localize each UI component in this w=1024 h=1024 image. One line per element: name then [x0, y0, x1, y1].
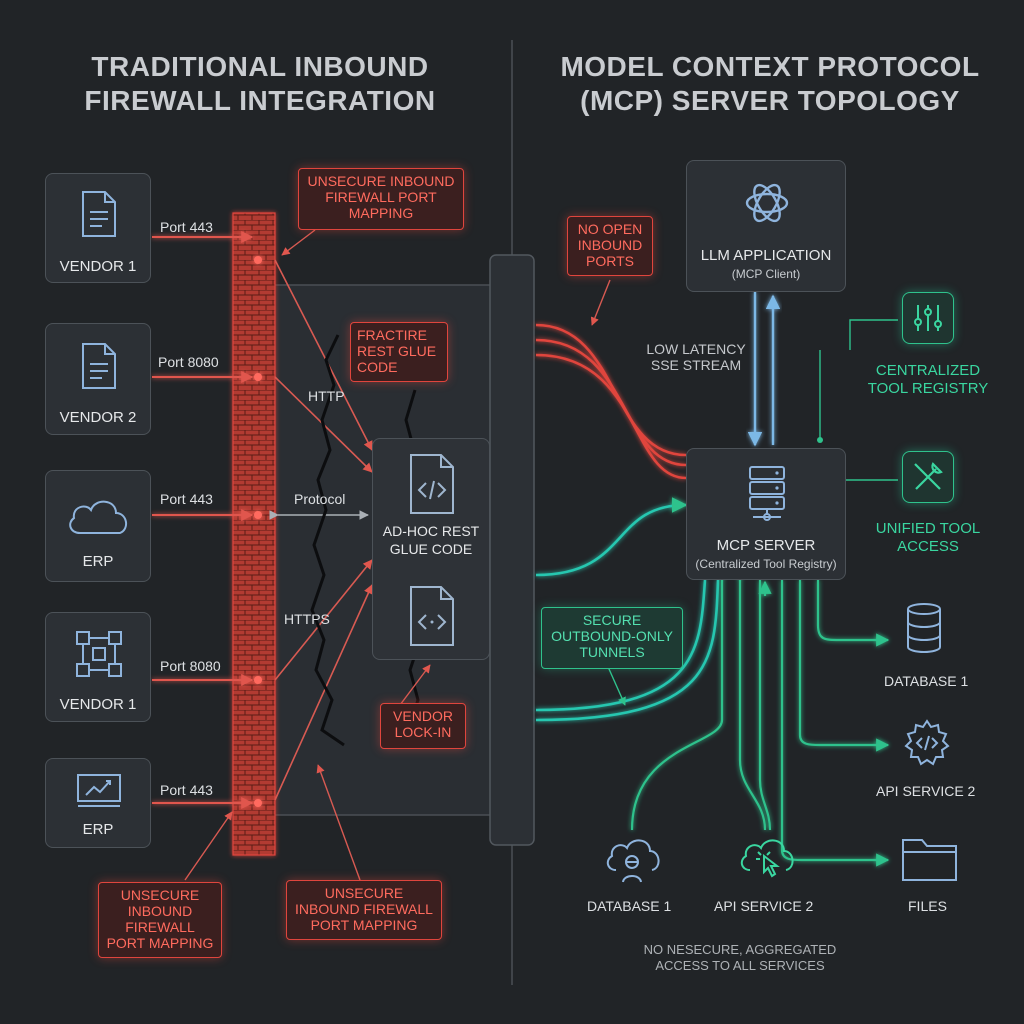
- left-title-line1: TRADITIONAL INBOUND: [91, 51, 429, 82]
- llm-application-box[interactable]: LLM APPLICATION (MCP Client): [686, 160, 846, 292]
- node-erp-a[interactable]: ERP: [45, 470, 151, 582]
- code-file-icon: [410, 454, 454, 514]
- mcp-server-box[interactable]: MCP SERVER (Centralized Tool Registry): [686, 448, 846, 580]
- node-label: VENDOR 2: [59, 409, 137, 426]
- callout-line: PORT MAPPING: [310, 917, 418, 933]
- label-line: LOW LATENCY: [646, 341, 746, 357]
- label-line: ACCESS: [897, 538, 959, 555]
- callout-line: FRACTIRE: [357, 327, 427, 343]
- callout-line: TUNNELS: [579, 644, 645, 660]
- glue-code-line1: AD-HOC REST: [382, 523, 480, 539]
- callout-line: SECURE: [582, 612, 642, 628]
- callout-line: CODE: [357, 359, 398, 375]
- service-label: DATABASE 1: [587, 898, 672, 914]
- unified-access-label: UNIFIED TOOL ACCESS: [864, 520, 992, 556]
- chart-monitor-icon: [77, 774, 121, 807]
- left-title: TRADITIONAL INBOUND FIREWALL INTEGRATION: [40, 50, 480, 118]
- mcp-server-title: MCP SERVER: [716, 537, 816, 554]
- label-line: TOOL REGISTRY: [867, 380, 989, 397]
- callout-line: MAPPING: [348, 205, 414, 221]
- callout-line: OUTBOUND-ONLY: [551, 628, 673, 644]
- document-icon: [82, 343, 116, 389]
- tools-icon: [914, 462, 943, 490]
- callout-line: INBOUND FIREWALL: [295, 901, 433, 917]
- footer-note: NO NESECURE, AGGREGATED ACCESS TO ALL SE…: [620, 942, 860, 974]
- footer-line: NO NESECURE, AGGREGATED: [643, 942, 837, 957]
- low-latency-label: LOW LATENCY SSE STREAM: [636, 341, 756, 373]
- callout-line: INBOUND: [577, 237, 643, 253]
- callout-line: UNSECURE: [120, 887, 200, 903]
- glue-code-line2: GLUE CODE: [389, 541, 473, 557]
- callout-line: FIREWALL: [125, 919, 195, 935]
- node-vendor-1-a[interactable]: VENDOR 1: [45, 173, 151, 283]
- node-label: VENDOR 1: [59, 258, 137, 275]
- callout-line: VENDOR: [393, 708, 453, 724]
- node-vendor-2[interactable]: VENDOR 2: [45, 323, 151, 435]
- label-line: SSE STREAM: [650, 357, 742, 373]
- port-label: Port 443: [160, 491, 213, 507]
- network-icon: [76, 631, 122, 677]
- label-line: UNIFIED TOOL: [875, 520, 981, 537]
- openai-logo-icon: [745, 183, 789, 223]
- callout-vendor-lockin: VENDOR LOCK-IN: [380, 703, 466, 749]
- callout-line: PORT MAPPING: [106, 935, 214, 951]
- callout-line: INBOUND: [127, 903, 193, 919]
- http-label: HTTP: [308, 388, 345, 404]
- callout-line: FIREWALL PORT: [325, 189, 437, 205]
- callout-unsecure-bottom-mid: UNSECURE INBOUND FIREWALL PORT MAPPING: [286, 880, 442, 940]
- node-vendor-1-b[interactable]: VENDOR 1: [45, 612, 151, 722]
- callout-line: REST GLUE: [357, 343, 437, 359]
- folder-icon: [902, 839, 957, 881]
- right-title: MODEL CONTEXT PROTOCOL (MCP) SERVER TOPO…: [540, 50, 1000, 118]
- sliders-icon: [914, 305, 942, 331]
- node-label: VENDOR 1: [59, 696, 137, 713]
- callout-line: LOCK-IN: [394, 724, 452, 740]
- callout-line: UNSECURE: [324, 885, 404, 901]
- right-title-line1: MODEL CONTEXT PROTOCOL: [560, 51, 980, 82]
- registry-icon-box[interactable]: [902, 292, 954, 344]
- left-title-line2: FIREWALL INTEGRATION: [84, 85, 436, 116]
- port-label: Port 443: [160, 219, 213, 235]
- node-label: ERP: [82, 553, 114, 570]
- code-file-icon: [410, 586, 454, 646]
- database-icon: [907, 603, 941, 654]
- mcp-server-subtitle: (Centralized Tool Registry): [695, 557, 837, 571]
- port-label: Port 443: [160, 782, 213, 798]
- unified-access-icon-box[interactable]: [902, 451, 954, 503]
- cloud-pointer-icon: [740, 839, 794, 878]
- callout-unsecure-bottom-left: UNSECURE INBOUND FIREWALL PORT MAPPING: [98, 882, 222, 958]
- llm-app-title: LLM APPLICATION: [700, 247, 832, 264]
- callout-line: PORTS: [586, 253, 634, 269]
- callout-line: UNSECURE INBOUND: [307, 173, 455, 189]
- cloud-user-icon: [606, 839, 660, 883]
- port-label: Port 8080: [160, 658, 221, 674]
- callout-unsecure-top: UNSECURE INBOUND FIREWALL PORT MAPPING: [298, 168, 464, 230]
- service-label: API SERVICE 2: [876, 783, 976, 799]
- right-title-line2: (MCP) SERVER TOPOLOGY: [580, 85, 960, 116]
- protocol-label: Protocol: [294, 491, 346, 507]
- label-line: CENTRALIZED: [875, 362, 981, 379]
- callout-secure-tunnels: SECURE OUTBOUND-ONLY TUNNELS: [541, 607, 683, 669]
- centralized-registry-label: CENTRALIZED TOOL REGISTRY: [860, 362, 996, 398]
- footer-line: ACCESS TO ALL SERVICES: [655, 958, 825, 973]
- service-label: DATABASE 1: [884, 673, 969, 689]
- server-icon: [749, 466, 785, 521]
- https-label: HTTPS: [284, 611, 330, 627]
- service-label: FILES: [908, 898, 947, 914]
- glue-code-box[interactable]: AD-HOC REST GLUE CODE: [372, 438, 490, 660]
- cloud-icon: [69, 500, 128, 534]
- llm-app-subtitle: (MCP Client): [731, 267, 801, 281]
- port-label: Port 8080: [158, 354, 219, 370]
- document-icon: [82, 191, 116, 237]
- callout-line: NO OPEN: [577, 221, 643, 237]
- callout-no-open-ports: NO OPEN INBOUND PORTS: [567, 216, 653, 276]
- callout-fracture: FRACTIRE REST GLUE CODE: [350, 322, 448, 382]
- gear-code-icon: [904, 719, 950, 766]
- node-label: ERP: [82, 821, 114, 838]
- service-label: API SERVICE 2: [714, 898, 814, 914]
- node-erp-b[interactable]: ERP: [45, 758, 151, 848]
